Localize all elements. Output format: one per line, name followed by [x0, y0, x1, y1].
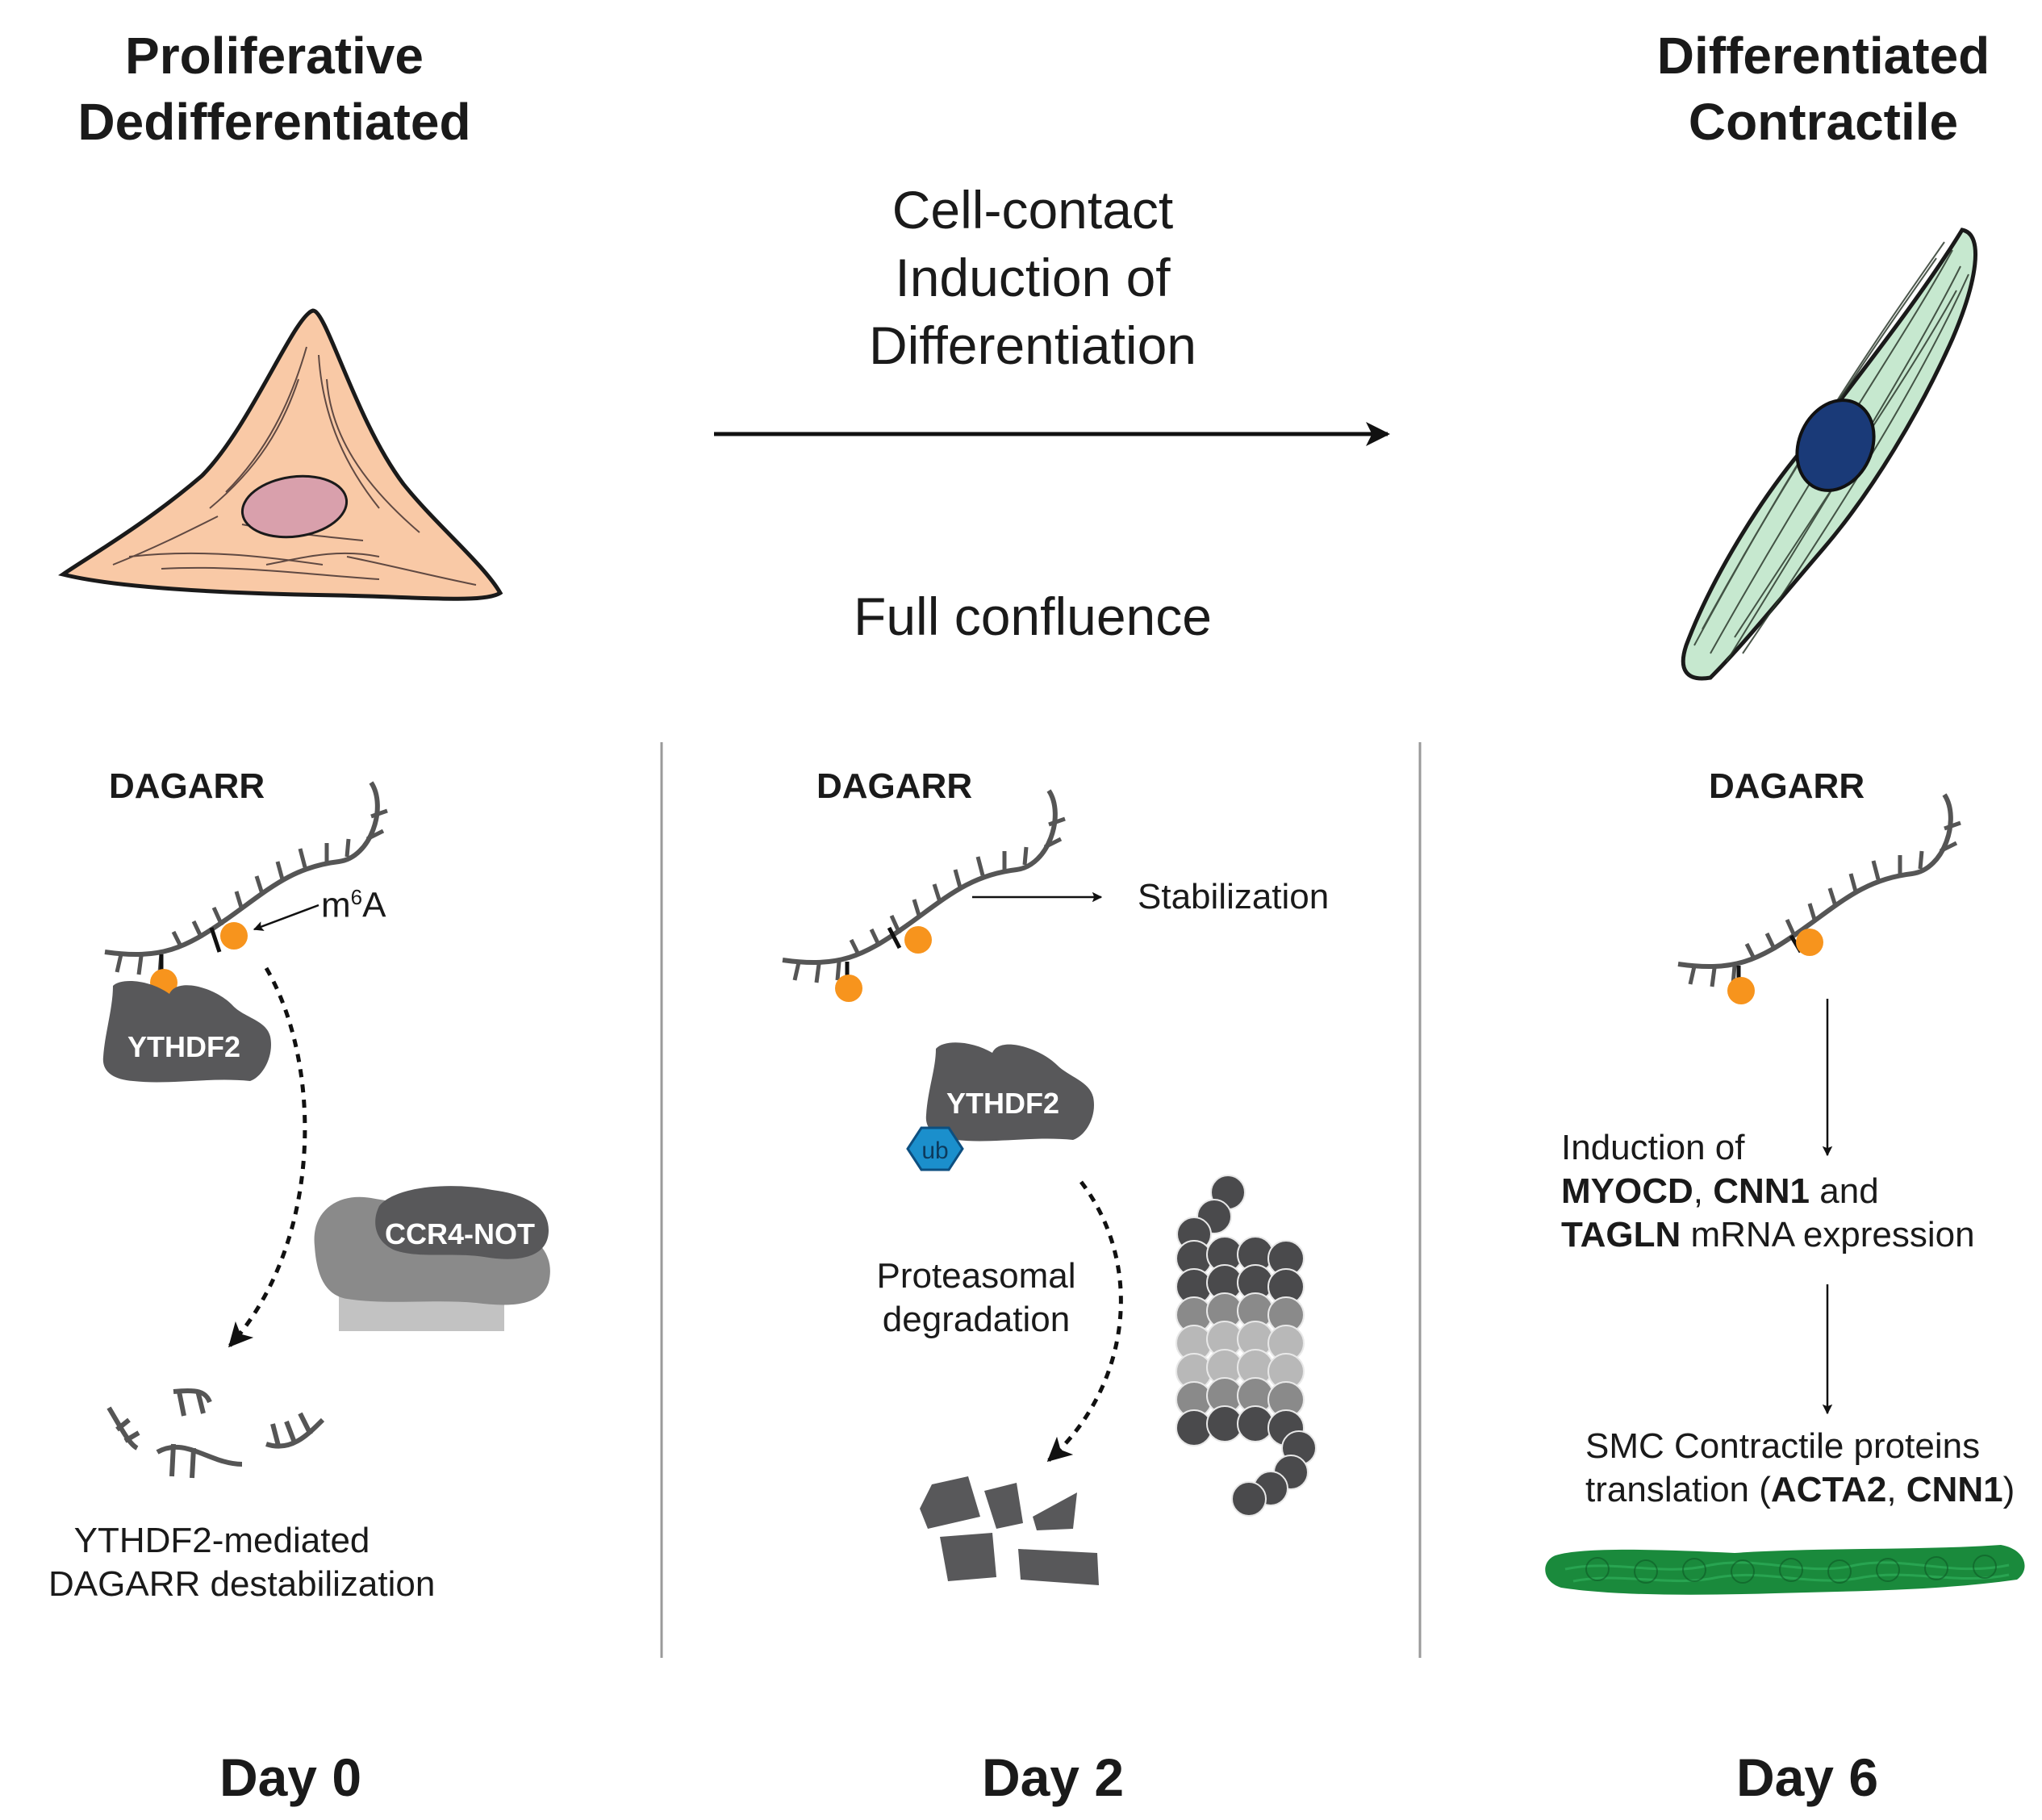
contractile-fiber	[1545, 1545, 2025, 1595]
gene-cnn1: CNN1	[1713, 1171, 1810, 1211]
full-confluence-label: Full confluence	[854, 586, 1212, 646]
induction-line: TAGLN mRNA expression	[1561, 1213, 1975, 1257]
and-word: and	[1810, 1171, 1879, 1211]
transition-line: Induction of	[895, 248, 1171, 307]
ythdf2-label-day2: YTHDF2	[946, 1087, 1059, 1120]
ccr4-not-complex	[314, 1186, 550, 1331]
contractile-cell	[1681, 228, 1977, 681]
title-differentiated: Differentiated Contractile	[1614, 23, 2033, 155]
title-line: Proliferative	[125, 27, 424, 85]
transition-line: Differentiation	[868, 315, 1197, 375]
m6a-site	[220, 922, 248, 950]
m6a-site	[1796, 929, 1823, 956]
m6a-site	[835, 975, 862, 1002]
stabilization-label: Stabilization	[1138, 877, 1330, 916]
dagarr-label-day0: DAGARR	[109, 766, 265, 806]
proteasomal-degradation-label: Proteasomal degradation	[855, 1254, 1097, 1342]
title-proliferative: Proliferative Dedifferentiated	[48, 23, 500, 155]
dagarr-label-day6: DAGARR	[1709, 766, 1865, 806]
m6a-suffix: A	[362, 885, 386, 925]
m6a-site	[904, 926, 932, 954]
ythdf2-label-day0: YTHDF2	[127, 1030, 240, 1063]
dagarr-rna-day2	[782, 789, 1066, 1002]
dashed-proteasome-arrow	[1046, 1180, 1123, 1463]
pink-nucleus	[240, 474, 349, 539]
smc-line: SMC Contractile proteins	[1585, 1426, 1981, 1466]
separator: ,	[1886, 1470, 1906, 1509]
dedifferentiated-cell	[58, 308, 503, 601]
dagarr-rna-day6	[1677, 793, 1961, 1004]
close-paren: )	[2002, 1470, 2015, 1509]
dagarr-label-day2: DAGARR	[816, 766, 973, 806]
title-line: Contractile	[1688, 93, 1959, 151]
transition-line: Cell-contact	[892, 180, 1174, 240]
ub-label: ub	[921, 1138, 948, 1164]
m6a-prefix: m	[321, 885, 351, 925]
ythdf2-protein	[925, 1042, 1094, 1142]
transition-label: Cell-contact Induction of Differentiatio…	[775, 176, 1291, 379]
induction-line: Induction of	[1561, 1128, 1745, 1167]
title-line: Differentiated	[1656, 27, 1990, 85]
induction-line: MYOCD, CNN1 and	[1561, 1170, 1975, 1213]
induction-label: Induction of MYOCD, CNN1 and TAGLN mRNA …	[1561, 1126, 1975, 1257]
proteasome	[1176, 1175, 1317, 1517]
m6a-label: m6A	[321, 875, 386, 928]
gene-tagln: TAGLN	[1561, 1215, 1681, 1254]
ythdf2-protein	[102, 981, 271, 1083]
m6a-pointer-arrow	[253, 904, 319, 931]
destabilization-caption: YTHDF2-mediated DAGARR destabilization	[48, 1519, 436, 1606]
protein-cnn1: CNN1	[1906, 1470, 2003, 1509]
protein-fragments	[920, 1476, 1099, 1585]
mrna-suffix: mRNA expression	[1681, 1215, 1975, 1254]
ccr4-not-label: CCR4-NOT	[385, 1217, 535, 1250]
m6a-site	[1727, 977, 1755, 1004]
m6a-superscript: 6	[350, 885, 363, 909]
smc-line: translation (ACTA2, CNN1)	[1585, 1468, 2015, 1512]
ub-tag	[906, 1126, 964, 1171]
day0-label: Day 0	[219, 1747, 362, 1807]
day6-label: Day 6	[1735, 1747, 1879, 1807]
dashed-degradation-arrow	[228, 966, 307, 1348]
day2-label: Day 2	[981, 1747, 1125, 1807]
separator: ,	[1693, 1171, 1714, 1211]
caption-line: YTHDF2-mediated	[73, 1521, 370, 1560]
title-line: Dedifferentiated	[77, 93, 471, 151]
translation-prefix: translation (	[1585, 1470, 1771, 1509]
degradation-line: Proteasomal	[876, 1256, 1076, 1296]
gene-myocd: MYOCD	[1561, 1171, 1693, 1211]
degraded-rna-fragments	[106, 1388, 325, 1479]
degradation-line: degradation	[882, 1300, 1071, 1339]
protein-acta2: ACTA2	[1770, 1470, 1887, 1509]
blue-nucleus	[1795, 399, 1876, 492]
caption-line: DAGARR destabilization	[48, 1564, 436, 1604]
smc-translation-label: SMC Contractile proteins translation (AC…	[1585, 1425, 2015, 1512]
